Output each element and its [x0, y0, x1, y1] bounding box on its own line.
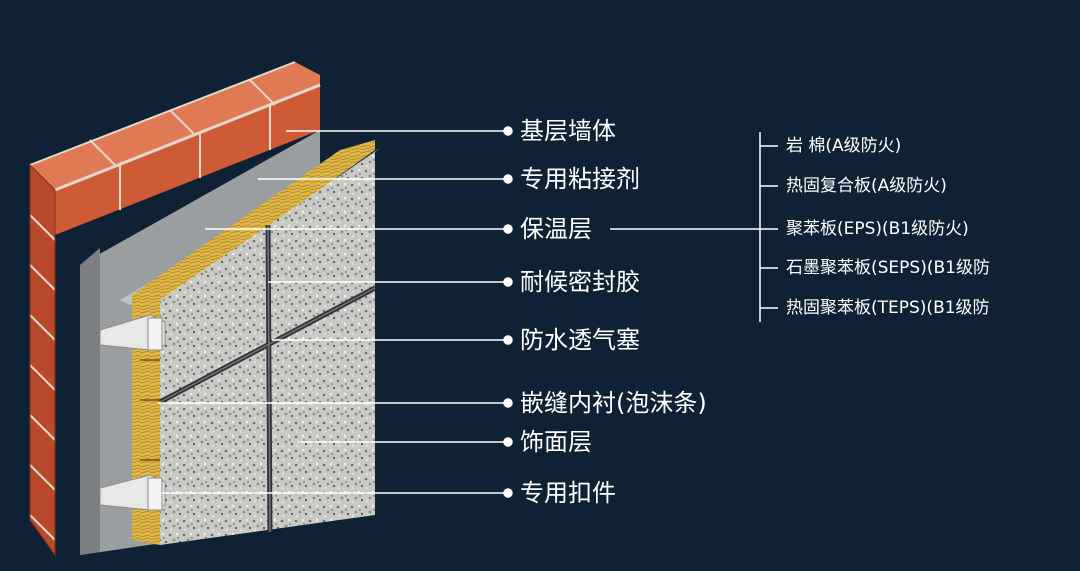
brick-wall [29, 61, 321, 557]
insulation-option-teps: 热固聚苯板(TEPS)(B1级防 [786, 298, 990, 318]
layer-label-fastener: 专用扣件 [520, 479, 616, 507]
insulation-options-bracket [610, 132, 778, 322]
insulation-option-eps: 聚苯板(EPS)(B1级防火) [786, 219, 969, 239]
layer-label-vent-plug: 防水透气塞 [520, 326, 640, 354]
layer-label-sealant: 耐候密封胶 [520, 268, 640, 296]
layer-label-adhesive: 专用粘接剂 [520, 165, 640, 193]
layer-label-base-wall: 基层墙体 [520, 117, 616, 145]
layer-label-joint-backing: 嵌缝内衬(泡沫条) [520, 389, 707, 417]
layer-label-finish: 饰面层 [520, 428, 592, 456]
insulation-option-thermoset-composite: 热固复合板(A级防火) [786, 176, 947, 196]
fastener-clips [99, 314, 166, 511]
insulation-option-seps: 石墨聚苯板(SEPS)(B1级防 [786, 258, 990, 278]
layer-leader-lines [158, 126, 513, 498]
finish-panels [158, 148, 380, 545]
layer-label-insulation: 保温层 [520, 215, 592, 243]
insulation-option-rock-wool: 岩 棉(A级防火) [786, 136, 902, 156]
